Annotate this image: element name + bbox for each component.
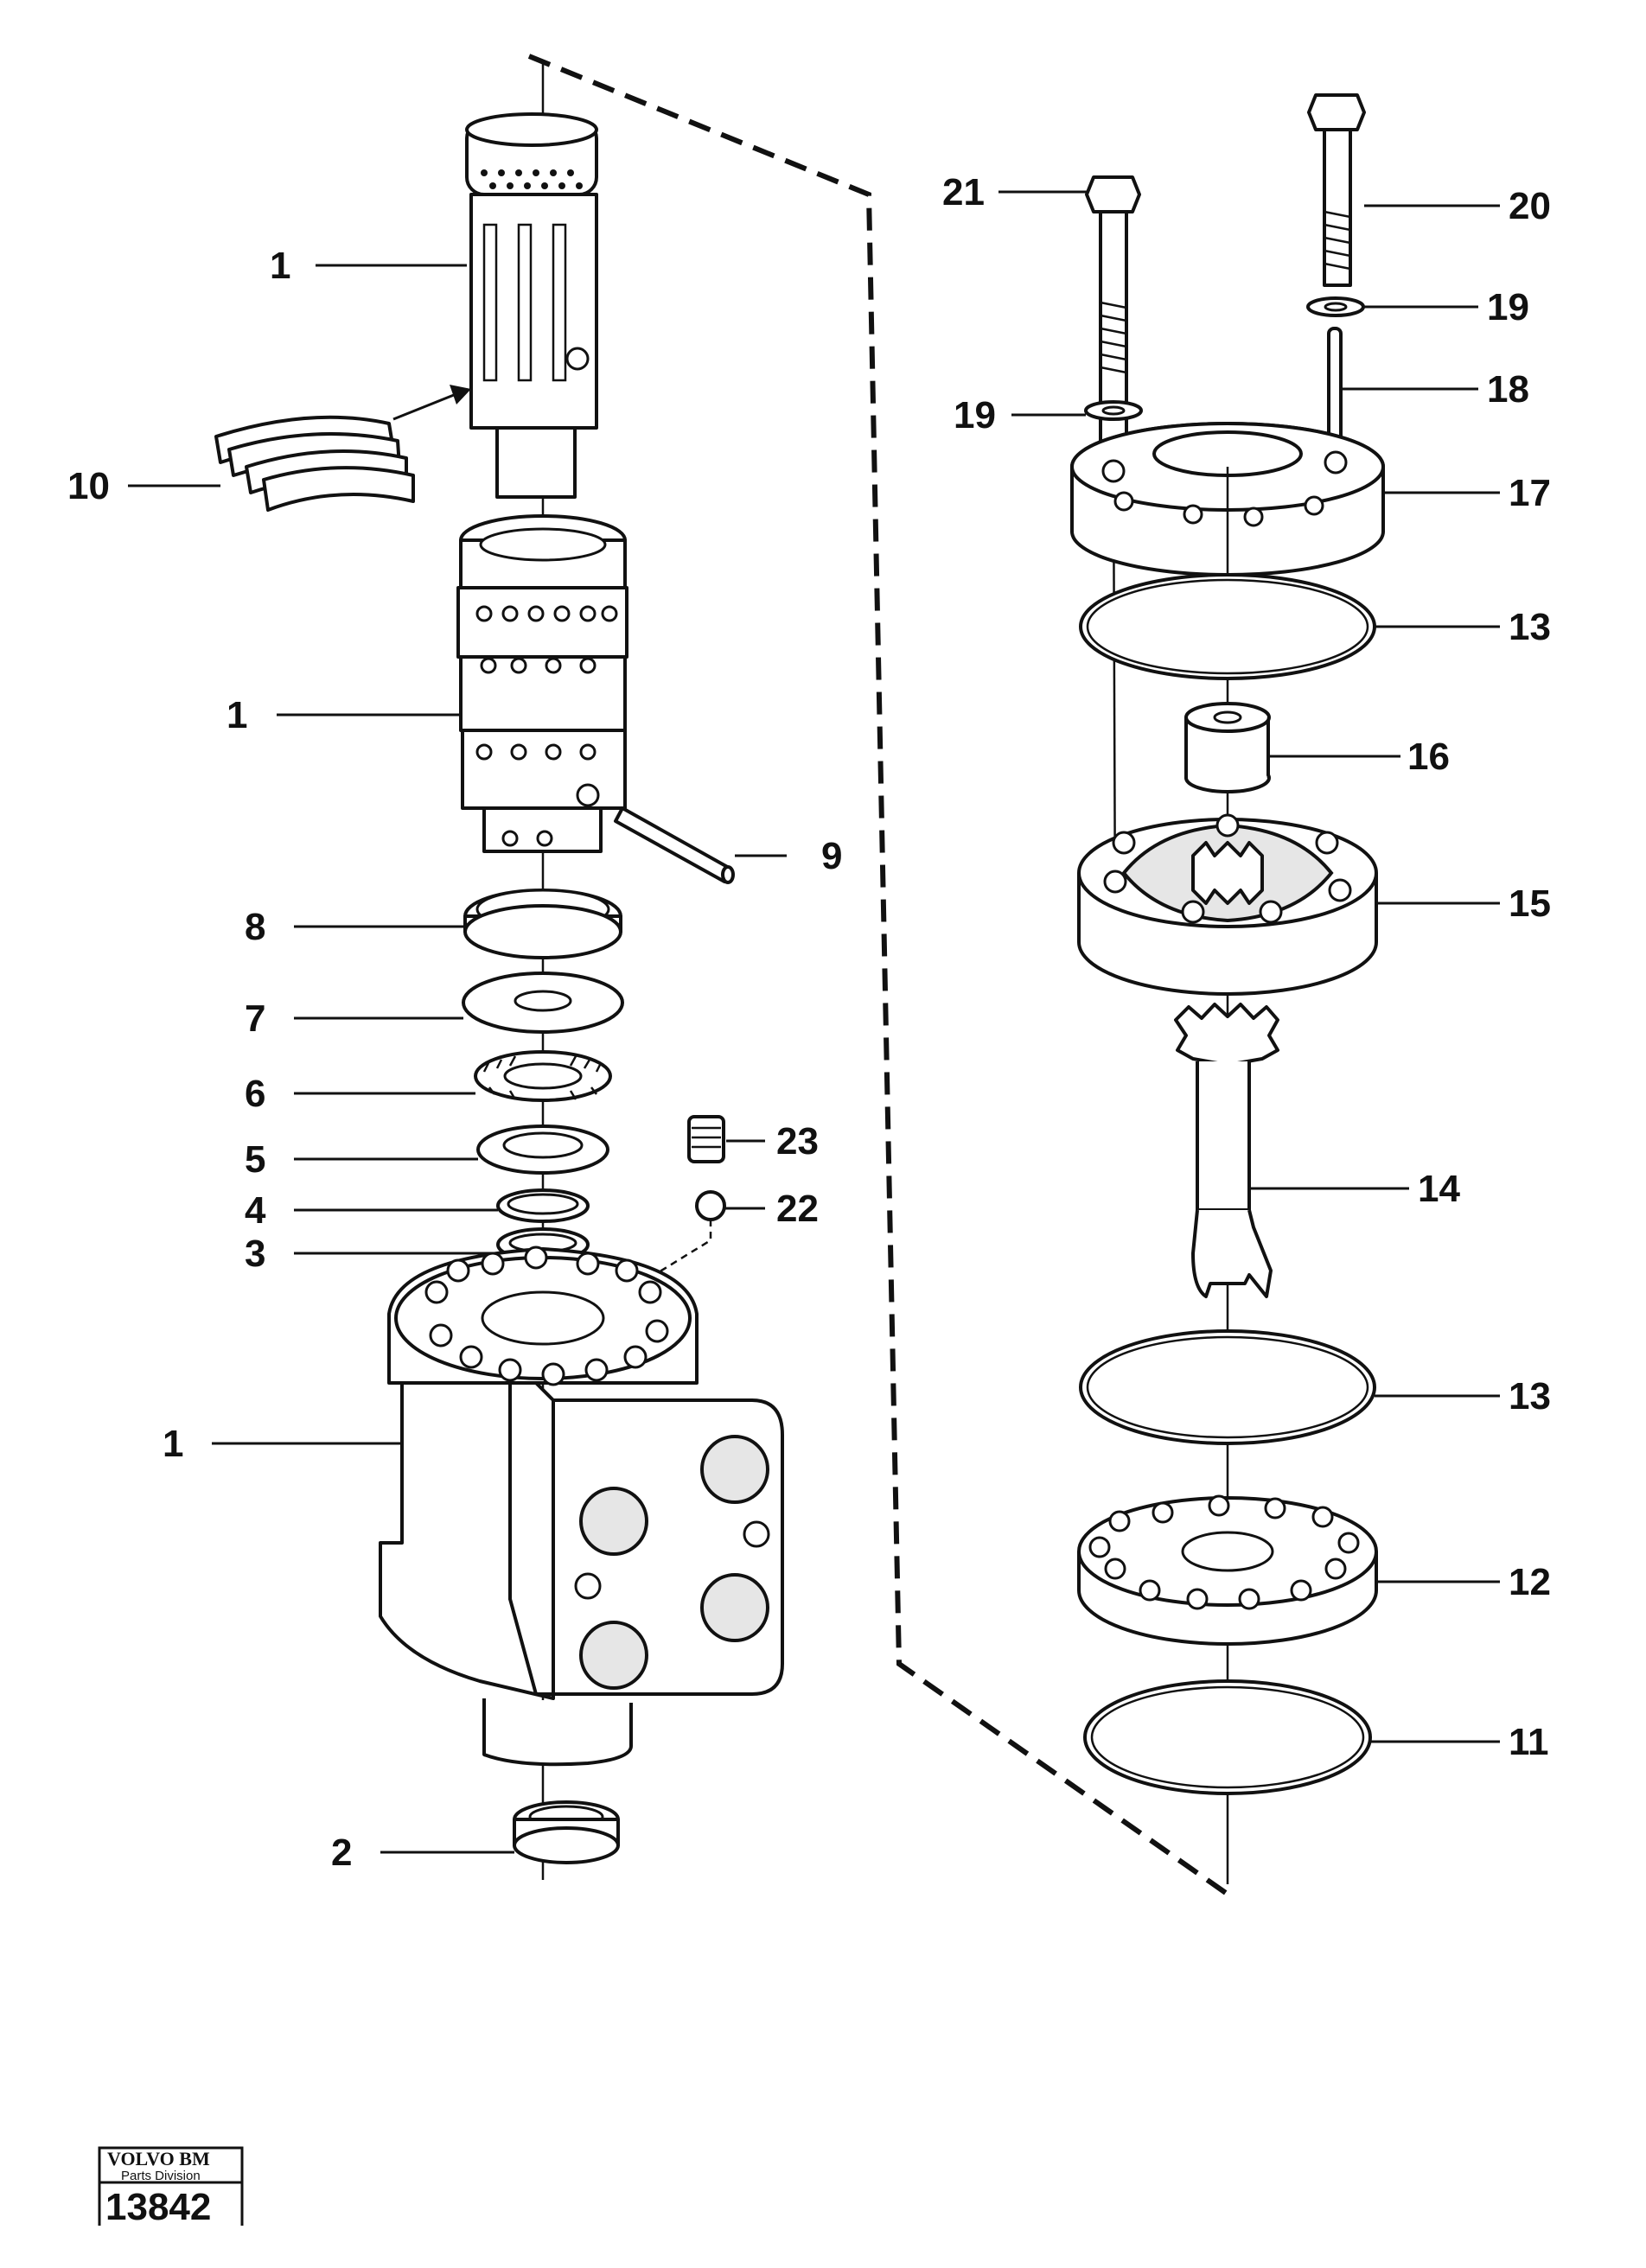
assembly-dashed-divider	[527, 54, 1234, 1900]
part-19-washer-left	[1084, 400, 1143, 421]
part-16-spacer	[1184, 702, 1271, 793]
label-4: 4	[245, 1189, 266, 1232]
housing-bolt-holes	[424, 1245, 669, 1386]
part-1-sleeve	[456, 514, 628, 853]
part-13-o-ring-top	[1079, 573, 1376, 680]
part-20-bolt	[1307, 93, 1366, 287]
label-7: 7	[245, 997, 265, 1040]
label-22: 22	[776, 1188, 819, 1230]
part-23-plug	[687, 1115, 725, 1163]
label-6: 6	[245, 1073, 265, 1115]
label-1-spool: 1	[270, 245, 290, 287]
label-13-top: 13	[1509, 606, 1551, 648]
label-14: 14	[1418, 1168, 1460, 1210]
label-11: 11	[1509, 1721, 1549, 1763]
spool-perforation-dots	[481, 169, 583, 189]
part-4-o-ring	[496, 1188, 590, 1223]
part-12-distributor-plate	[1077, 1494, 1378, 1646]
part-14-cardan-shaft	[1174, 1003, 1279, 1298]
part-11-o-ring	[1083, 1679, 1372, 1795]
label-23: 23	[776, 1120, 819, 1163]
part-10-leaf-springs	[214, 415, 415, 512]
label-2: 2	[331, 1832, 352, 1874]
part-5-washer	[476, 1124, 609, 1175]
label-17: 17	[1509, 472, 1551, 514]
part-7-washer	[462, 972, 624, 1034]
label-19-right: 19	[1487, 286, 1529, 328]
part-1-spool	[465, 112, 598, 499]
label-21: 21	[942, 171, 985, 213]
label-20: 20	[1509, 185, 1551, 227]
part-22-ball	[695, 1190, 726, 1221]
label-3: 3	[245, 1233, 265, 1275]
label-12: 12	[1509, 1561, 1551, 1603]
part-6-needle-bearing	[474, 1050, 612, 1102]
label-15: 15	[1509, 882, 1551, 925]
arrow-10-to-spool	[392, 392, 459, 421]
volvo-bm-parts-stamp: VOLVO BM Parts Division 13842	[98, 2146, 244, 2228]
label-1-sleeve: 1	[226, 694, 247, 736]
housing-ports	[574, 1435, 770, 1690]
stamp-division: Parts Division	[121, 2169, 201, 2183]
label-13-bottom: 13	[1509, 1375, 1551, 1418]
stamp-brand: VOLVO BM	[107, 2148, 210, 2169]
label-10: 10	[67, 465, 110, 507]
label-5: 5	[245, 1138, 265, 1181]
part-15-gear-set	[1077, 813, 1378, 996]
label-1-housing: 1	[163, 1423, 183, 1465]
sleeve-holes	[475, 605, 618, 847]
part-1-housing	[379, 1245, 784, 1767]
part-9-pin	[614, 806, 735, 884]
part-2-seal	[513, 1800, 620, 1864]
label-8: 8	[245, 906, 265, 948]
label-16: 16	[1407, 736, 1450, 778]
plate-holes	[1088, 1494, 1360, 1610]
part-19-washer-right	[1306, 296, 1365, 317]
arrow-10-head	[450, 385, 471, 405]
part-8-ring	[463, 889, 622, 959]
label-9: 9	[821, 835, 842, 877]
label-18: 18	[1487, 368, 1529, 411]
label-19-left: 19	[954, 394, 996, 436]
stamp-number: 13842	[105, 2186, 211, 2228]
leader-lines	[128, 190, 1500, 1854]
part-13-o-ring-bottom	[1079, 1329, 1376, 1445]
